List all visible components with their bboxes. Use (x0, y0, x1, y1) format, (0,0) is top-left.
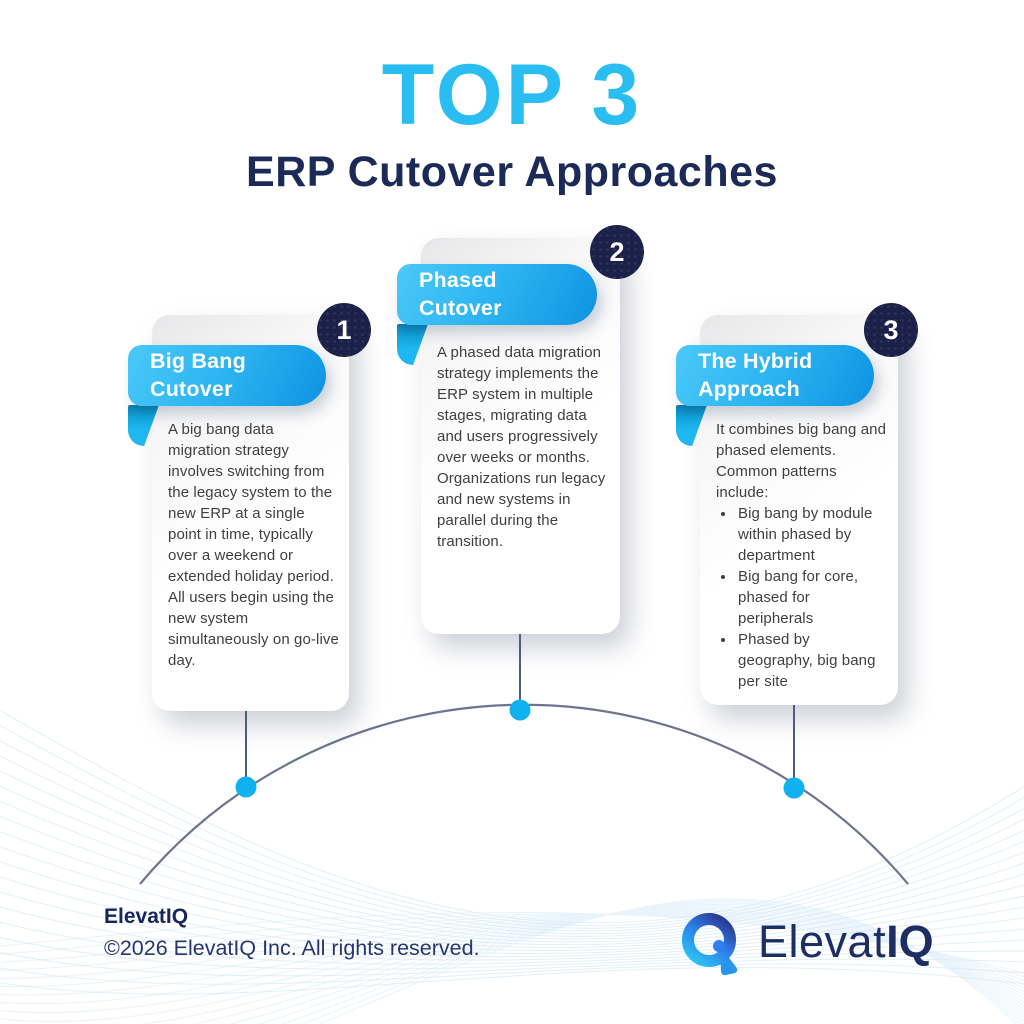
card-phased-cutover: 2 Phased Cutover A phased data migration… (397, 225, 644, 634)
card-title: Phased Cutover (419, 268, 502, 320)
brand-logo: ElevatIQ (678, 900, 934, 984)
number-badge-2: 2 (590, 225, 644, 279)
list-item: Big bang by module within phased by depa… (736, 503, 888, 566)
list-item: Phased by geography, big bang per site (736, 629, 888, 692)
number-badge-1: 1 (317, 303, 371, 357)
card-hybrid-approach: 3 The Hybrid Approach It combines big ba… (676, 303, 918, 705)
footer-brand-name: ElevatIQ (104, 905, 189, 928)
card-description: It combines big bang and phased elements… (716, 419, 888, 692)
card-title: The Hybrid Approach (698, 349, 813, 401)
card-description-intro: It combines big bang and phased elements… (716, 421, 887, 501)
wordmark-regular: Elevat (758, 916, 887, 967)
page-subtitle: ERP Cutover Approaches (246, 148, 778, 196)
card-title: Big Bang Cutover (150, 349, 246, 401)
brand-logo-wordmark: ElevatIQ (758, 916, 934, 968)
card-title-ribbon: The Hybrid Approach (676, 345, 874, 406)
footer-copyright: ©2026 ElevatIQ Inc. All rights reserved. (104, 936, 480, 960)
pattern-list: Big bang by module within phased by depa… (720, 503, 888, 692)
card-big-bang-cutover: 1 Big Bang Cutover A big bang data migra… (128, 303, 371, 711)
node-dot-3 (783, 777, 805, 799)
list-item: Big bang for core, phased for peripheral… (736, 566, 888, 629)
wordmark-bold: IQ (886, 916, 934, 967)
header: TOP 3 ERP Cutover Approaches (0, 52, 1024, 197)
q-dot (713, 940, 725, 952)
card-title-ribbon: Big Bang Cutover (128, 345, 326, 406)
q-ring (682, 913, 736, 967)
number-badge-3: 3 (864, 303, 918, 357)
page-title: TOP 3 (381, 47, 643, 143)
card-title-ribbon: Phased Cutover (397, 264, 597, 325)
ribbon-fold (397, 324, 428, 365)
node-dot-1 (235, 776, 257, 798)
elevatiq-q-icon (682, 913, 738, 976)
footer-credit: ElevatIQ ©2026 ElevatIQ Inc. All rights … (104, 905, 480, 961)
node-dot-2 (509, 699, 531, 721)
card-description: A big bang data migration strategy invol… (168, 421, 339, 669)
card-description: A phased data migration strategy impleme… (437, 344, 606, 550)
ribbon-fold (128, 405, 159, 446)
ribbon-fold (676, 405, 707, 446)
